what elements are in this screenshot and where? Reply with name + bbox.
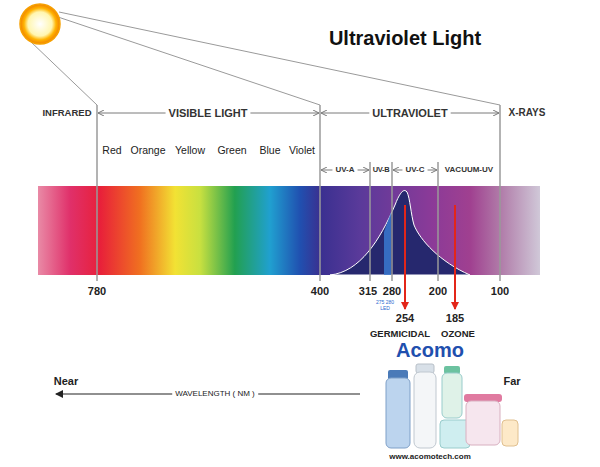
- jar: [466, 401, 500, 445]
- boundary-tick: [391, 162, 393, 281]
- uv-curve: [330, 191, 470, 275]
- label-anchor: 200: [429, 285, 447, 298]
- label-anchor: UV-B: [373, 166, 389, 175]
- brand-logo: Acomo: [396, 339, 464, 362]
- label-anchor: www.acomotech.com: [389, 452, 471, 461]
- label-anchor: GERMICIDAL: [370, 329, 430, 340]
- label-anchor: WAVELENGTH ( NM ): [172, 389, 258, 398]
- label-anchor: Orange: [130, 144, 165, 156]
- label-anchor: 254: [396, 312, 414, 325]
- wavelength-number: 315: [359, 285, 377, 298]
- range-arrow: [393, 170, 402, 171]
- wavelength-number: 100: [491, 285, 509, 298]
- range-arrow: [451, 113, 499, 114]
- wavelength-number: 780: [88, 285, 106, 298]
- label-anchor: 185: [446, 312, 464, 325]
- range-arrow: [321, 113, 369, 114]
- label-anchor: UV-C: [405, 165, 424, 174]
- boundary-ticks: [97, 105, 500, 281]
- pointer-arrow: [404, 205, 406, 309]
- label-anchor: 280: [383, 285, 401, 298]
- label-anchor: 100: [491, 285, 509, 298]
- bottle: [386, 378, 410, 448]
- direction-label: Near: [54, 375, 78, 388]
- label-anchor: Far: [503, 375, 520, 388]
- label-anchor: OZONE: [441, 329, 475, 340]
- color-name: Yellow: [175, 144, 205, 156]
- color-name: Red: [102, 144, 121, 156]
- label-anchor: 275 280 LED: [375, 300, 395, 311]
- label-anchor: Blue: [259, 144, 280, 156]
- title-anchor: Ultraviolet Light: [329, 27, 481, 50]
- boundary-tick: [369, 162, 371, 281]
- bottle: [442, 373, 462, 418]
- boundary-tick: [499, 105, 501, 281]
- range-arrow: [250, 113, 319, 114]
- band-label: UV-A: [335, 165, 354, 174]
- direction-label: Far: [503, 375, 520, 388]
- band-label: VACUUM-UV: [445, 165, 493, 174]
- boundary-tick: [96, 105, 98, 281]
- color-name: Orange: [130, 144, 165, 156]
- label-anchor: INFRARED: [42, 108, 91, 119]
- range-label: X-RAYS: [509, 107, 546, 119]
- led-note: 275 280 LED: [375, 300, 395, 311]
- range-arrow: [98, 113, 166, 114]
- boundary-tick: [437, 162, 439, 281]
- effect-label: GERMICIDAL: [370, 329, 430, 340]
- range-label: VISIBLE LIGHT: [169, 107, 248, 120]
- range-arrow: [428, 170, 437, 171]
- color-name: Green: [217, 144, 246, 156]
- range-label: ULTRAVIOLET: [372, 107, 447, 120]
- sun-ray: [30, 41, 97, 105]
- pointer-arrow: [454, 205, 456, 309]
- color-name: Violet: [289, 144, 315, 156]
- label-anchor: Acomo: [396, 339, 464, 362]
- product-photo: [386, 364, 518, 448]
- wavelength-number: 400: [311, 285, 329, 298]
- band-label: UV-C: [405, 165, 424, 174]
- label-anchor: 315: [359, 285, 377, 298]
- label-anchor: Green: [217, 144, 246, 156]
- axis-label: WAVELENGTH ( NM ): [172, 389, 258, 398]
- bottle: [414, 372, 436, 448]
- label-anchor: X-RAYS: [509, 107, 546, 119]
- label-anchor: VACUUM-UV: [445, 165, 493, 174]
- label-anchor: ULTRAVIOLET: [372, 107, 447, 120]
- diagram-title: Ultraviolet Light: [329, 27, 481, 50]
- label-anchor: UV-A: [335, 165, 354, 174]
- label-anchor: Red: [102, 144, 121, 156]
- range-label: INFRARED: [42, 108, 91, 119]
- sun-ray: [59, 12, 500, 105]
- boundary-tick: [319, 105, 321, 281]
- label-anchor: Yellow: [175, 144, 205, 156]
- label-anchor: 780: [88, 285, 106, 298]
- sun-icon: [20, 4, 60, 44]
- band-label: UV-B: [373, 166, 389, 175]
- sun-ray: [58, 17, 320, 105]
- label-anchor: Near: [54, 375, 78, 388]
- wavelength-number: 200: [429, 285, 447, 298]
- website-url: www.acomotech.com: [389, 452, 471, 461]
- cup: [502, 420, 518, 446]
- spectrum-bar: [38, 186, 540, 275]
- effect-label: OZONE: [441, 329, 475, 340]
- color-name: Blue: [259, 144, 280, 156]
- label-anchor: Violet: [289, 144, 315, 156]
- range-arrow: [358, 170, 369, 171]
- wavelength-number: 280: [383, 285, 401, 298]
- label-anchor: VISIBLE LIGHT: [169, 107, 248, 120]
- label-anchor: 400: [311, 285, 329, 298]
- range-arrow: [321, 170, 332, 171]
- wavelength-number: 185: [446, 312, 464, 325]
- wavelength-number: 254: [396, 312, 414, 325]
- led-band: [384, 212, 391, 275]
